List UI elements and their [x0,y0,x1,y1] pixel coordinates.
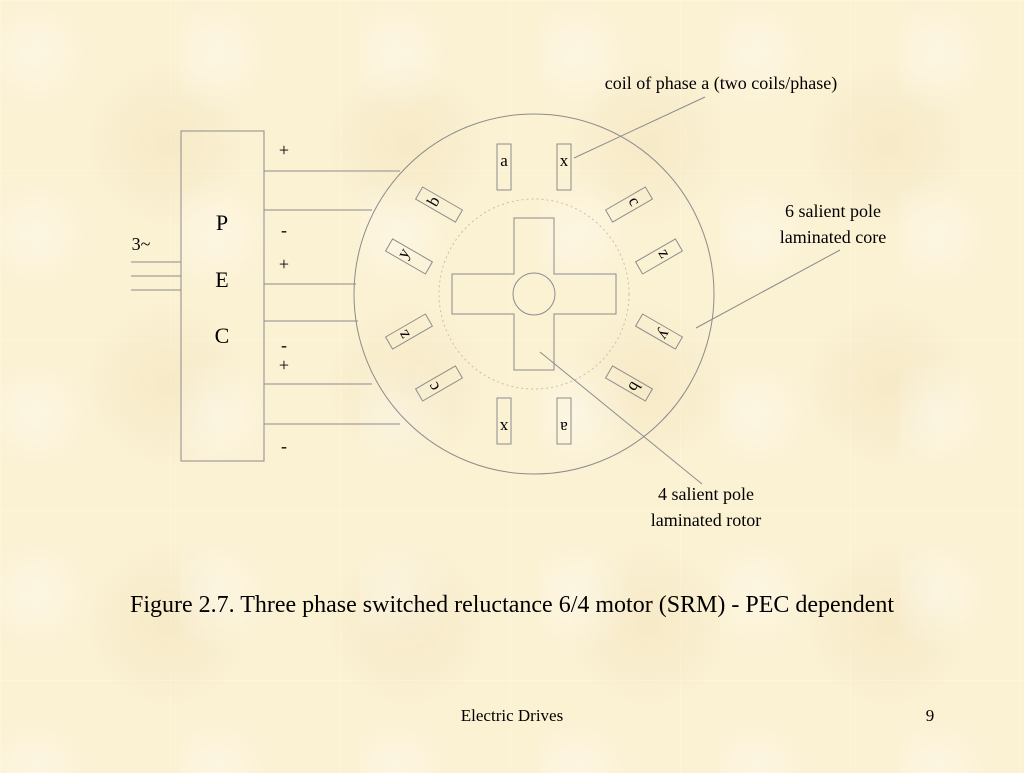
stator-outline [353,113,715,475]
stator-coil-slot [414,186,464,223]
stator-coil-slot [634,313,684,350]
stator-coil-label: b [624,378,645,395]
stator-coil-label: a [560,418,568,437]
stator-coil-slot [384,313,434,350]
stator-coil-slot [604,365,654,402]
terminal-plus-b: + [279,254,289,274]
pec-block: P E C [180,130,265,462]
phase-leads [264,170,400,425]
stator-coil-label: x [499,418,508,437]
ac-input-label: 3~ [132,234,151,254]
callouts: coil of phase a (two coils/phase) 6 sali… [539,73,886,530]
stator-coil-slot [384,238,434,275]
rotor-callout-line2: laminated rotor [651,510,761,530]
stator-coil-slot [556,397,572,445]
terminal-plus-a: + [279,140,289,160]
stator-coil-label: b [423,193,444,210]
stator-coil-label: z [655,245,675,261]
shaft [512,272,556,316]
core-callout-line1: 6 salient pole [785,201,881,221]
core-callout-line2: laminated core [780,227,886,247]
pec-letter-e: E [215,267,228,292]
footer-title: Electric Drives [460,706,564,725]
stator-coil-label: y [654,326,675,343]
stator-coil-slot [496,397,512,445]
figure-caption: Figure 2.7. Three phase switched relucta… [129,592,895,618]
terminal-plus-c: + [279,355,289,375]
rotor [451,217,617,371]
ac-input: 3~ [131,234,181,291]
page-number: 9 [925,706,935,725]
terminals: + - + - + - [279,140,289,456]
airgap-circle [438,198,630,390]
stator-coil-label: z [393,326,413,342]
motor: a x c z y b x a z c b y [353,113,715,475]
stator-coil-slot [414,365,464,402]
stator-coil-label: a [500,151,508,170]
pec-letter-c: C [215,323,230,348]
stator-coil-label: c [423,378,443,394]
stator-coil-label: c [625,193,645,209]
terminal-minus-b: - [281,335,287,355]
rotor-callout-line1: 4 salient pole [658,484,754,504]
stator-coil-slot [634,238,684,275]
core-callout-leader [695,249,841,329]
terminal-minus-a: - [281,220,287,240]
stator-coil-label: x [560,151,569,170]
stator-poles: a x c z y b x a z c b y [384,143,684,445]
stator-coil-slot [496,143,512,191]
pec-box [180,130,265,462]
pec-letter-p: P [216,210,228,235]
coil-callout-label: coil of phase a (two coils/phase) [605,73,837,94]
terminal-minus-c: - [281,436,287,456]
rotor-callout-leader [539,351,703,485]
stator-coil-label: y [393,244,414,261]
stator-coil-slot [604,186,654,223]
stator-coil-slot [556,143,572,191]
coil-callout-leader [573,96,706,159]
